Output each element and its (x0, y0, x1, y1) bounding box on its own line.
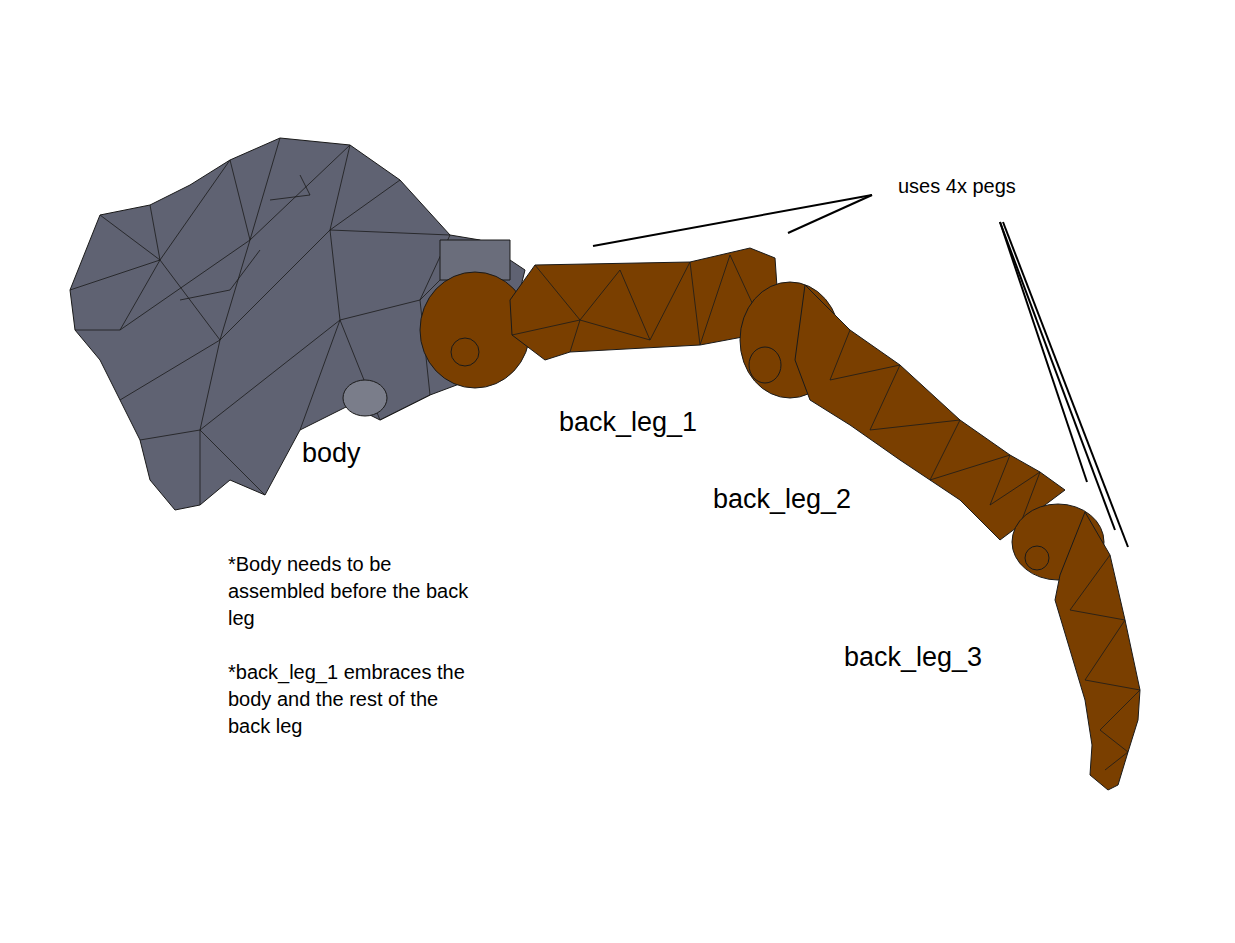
assembly-note: *back_leg_1 embraces the body and the re… (228, 659, 473, 740)
part-name: back_leg_2 (713, 483, 851, 515)
part-name: back_leg_1 (559, 406, 697, 438)
part-name: body (302, 437, 361, 469)
callout-note: uses 4x pegs (898, 174, 1016, 198)
assembly-note: *Body needs to be assembled before the b… (228, 551, 473, 632)
part-name: back_leg_3 (844, 641, 982, 673)
